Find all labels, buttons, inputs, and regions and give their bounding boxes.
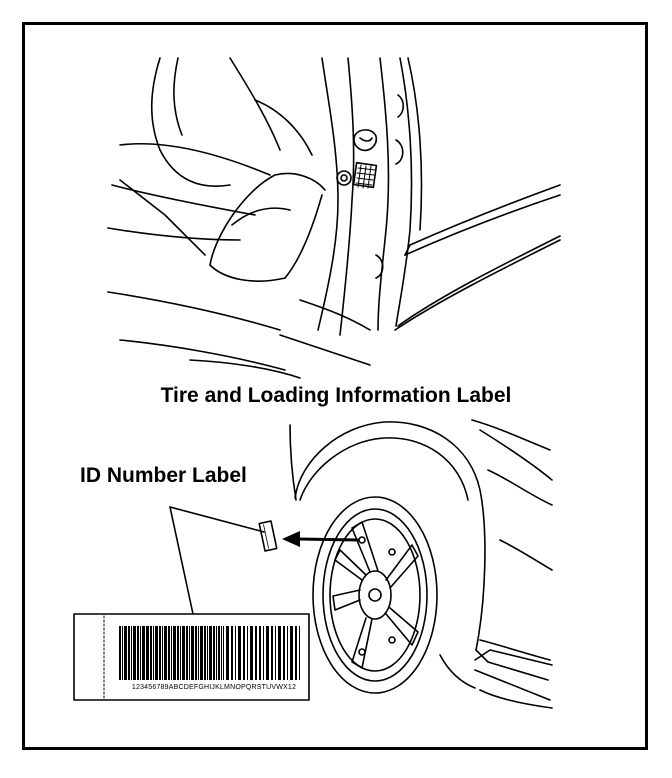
barcode-bar: [226, 626, 229, 680]
barcode-bar: [180, 626, 181, 680]
barcode-bar: [140, 626, 141, 680]
barcode-bar: [283, 626, 285, 680]
barcode-bar: [191, 626, 194, 680]
barcode-bar: [259, 626, 261, 680]
barcode-bar: [200, 626, 203, 680]
barcode-bar: [204, 626, 206, 680]
barcode-bar: [235, 626, 236, 680]
barcode-bar: [164, 626, 167, 680]
barcode-bar: [171, 626, 172, 680]
barcode-bar: [238, 626, 241, 680]
barcode-bar: [295, 626, 297, 680]
barcode-bar: [263, 626, 264, 680]
barcode-bar: [173, 626, 176, 680]
barcode-bar: [146, 626, 149, 680]
barcode-bar: [162, 626, 163, 680]
barcode-bar: [221, 626, 222, 680]
barcode-bar: [247, 626, 248, 680]
barcode-bar: [186, 626, 188, 680]
barcode-bar: [243, 626, 245, 680]
barcode-bar: [255, 626, 257, 680]
barcode-bar: [271, 626, 273, 680]
barcode-bar: [223, 626, 224, 680]
id-label-sticker: [258, 520, 278, 552]
barcode-label: [73, 613, 310, 701]
barcode: [119, 626, 300, 680]
barcode-bar: [122, 626, 123, 680]
barcode-bar: [218, 626, 220, 680]
barcode-bar: [207, 626, 208, 680]
barcode-bar: [231, 626, 233, 680]
door-pillar: [279, 57, 561, 366]
barcode-bar: [275, 626, 276, 680]
tire-loading-label-caption: Tire and Loading Information Label: [160, 384, 512, 407]
barcode-bar: [213, 626, 215, 680]
barcode-bar: [124, 626, 127, 680]
barcode-bar: [195, 626, 197, 680]
barcode-bar: [168, 626, 170, 680]
barcode-bar: [150, 626, 152, 680]
barcode-bar: [198, 626, 199, 680]
leader-lines: [169, 506, 265, 615]
barcode-bar: [177, 626, 179, 680]
barcode-bar: [131, 626, 132, 680]
barcode-number: 123456789ABCDEFGHIJKLMNOPQRSTUVWX12: [131, 684, 297, 691]
wheel-illustration: [289, 419, 553, 709]
barcode-bar: [266, 626, 269, 680]
barcode-bar: [216, 626, 217, 680]
barcode-bar: [119, 626, 121, 680]
barcode-bar: [159, 626, 161, 680]
barcode-bar: [299, 626, 300, 680]
barcode-bar: [189, 626, 190, 680]
barcode-bar: [137, 626, 139, 680]
barcode-bar: [250, 626, 253, 680]
barcode-bar: [278, 626, 281, 680]
barcode-bar: [290, 626, 293, 680]
seat-illustration: [107, 57, 326, 379]
barcode-bar: [128, 626, 130, 680]
barcode-bar: [142, 626, 145, 680]
barcode-bar: [133, 626, 136, 680]
barcode-bar: [153, 626, 154, 680]
id-number-label-caption: ID Number Label: [80, 464, 247, 487]
barcode-bar: [287, 626, 288, 680]
pointer-arrow: [282, 531, 360, 547]
barcode-bar: [209, 626, 212, 680]
barcode-bar: [155, 626, 158, 680]
barcode-bar: [182, 626, 185, 680]
